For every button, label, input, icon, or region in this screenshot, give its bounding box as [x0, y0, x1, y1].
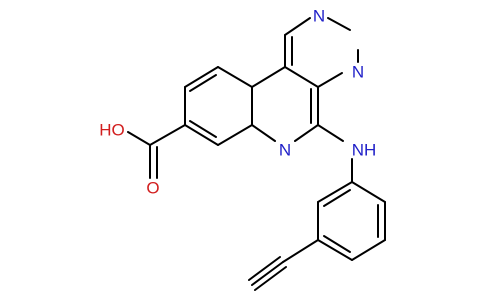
bond: [184, 66, 219, 88]
atom-label-nitrogen: N: [279, 141, 291, 160]
bonds: [127, 17, 386, 291]
bond: [184, 124, 219, 146]
bond: [254, 266, 287, 291]
bond: [351, 239, 386, 261]
bond: [323, 189, 351, 207]
bond: [251, 66, 286, 88]
atom-label-oxygen: O: [146, 179, 159, 198]
atom-label-nitrogen: N: [313, 7, 325, 26]
bond: [282, 239, 319, 263]
bond: [248, 256, 281, 281]
bond: [317, 124, 344, 142]
bond: [149, 124, 186, 146]
bond: [284, 17, 311, 36]
bond: [323, 235, 351, 253]
bond: [217, 66, 253, 88]
bond: [189, 120, 217, 138]
atom-labels: N N N NH HO O: [99, 7, 376, 198]
bond: [317, 181, 353, 203]
bond: [317, 72, 343, 88]
bond: [284, 66, 319, 88]
bond: [217, 124, 253, 146]
bond: [317, 239, 353, 261]
bond: [294, 124, 319, 142]
bond: [127, 131, 151, 146]
atom-label-hydroxyl: HO: [99, 121, 125, 140]
atom-label-amine: NH: [352, 141, 377, 160]
bond: [189, 74, 217, 92]
bond: [251, 261, 284, 286]
bond: [251, 124, 276, 142]
bond: [351, 181, 386, 203]
atom-label-nitrogen: N: [352, 63, 364, 82]
bond: [327, 17, 351, 31]
